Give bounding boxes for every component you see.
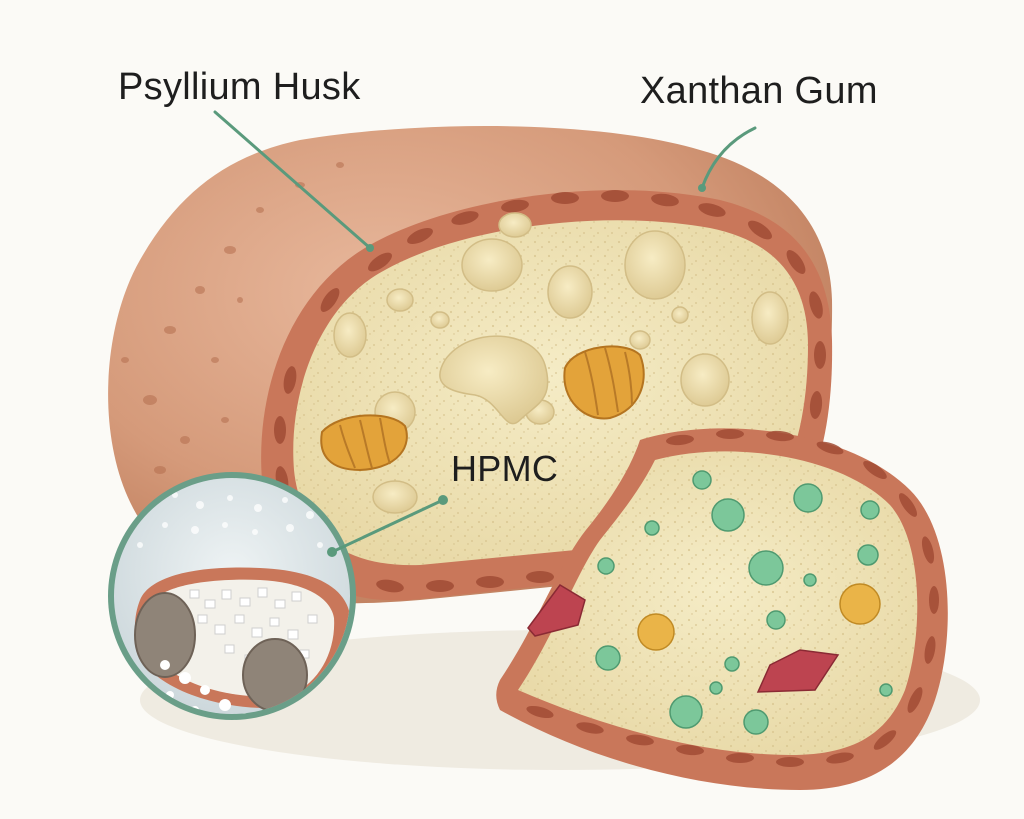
inset-flakes: [160, 660, 250, 714]
label-hpmc: HPMC: [451, 448, 559, 489]
crust-cells: [274, 190, 826, 593]
inset-granules: [189, 587, 318, 664]
front-slice: [496, 428, 948, 790]
hpmc-leader: [330, 498, 445, 554]
psyllium-leader: [213, 110, 372, 250]
magnified-inset: [108, 472, 356, 720]
orange-inclusions: [320, 345, 645, 472]
leader-lines: [213, 110, 757, 557]
inset-cut-face-left: [134, 592, 196, 678]
slice-orange-inclusions: [637, 583, 881, 651]
label-psyllium-husk: Psyllium Husk: [118, 66, 361, 108]
xanthan-leader: [700, 126, 757, 190]
red-inclusions: [527, 584, 840, 693]
green-inclusions: [595, 470, 893, 735]
slice-crust-cells: [526, 429, 939, 767]
label-xanthan-gum: Xanthan Gum: [640, 70, 878, 112]
